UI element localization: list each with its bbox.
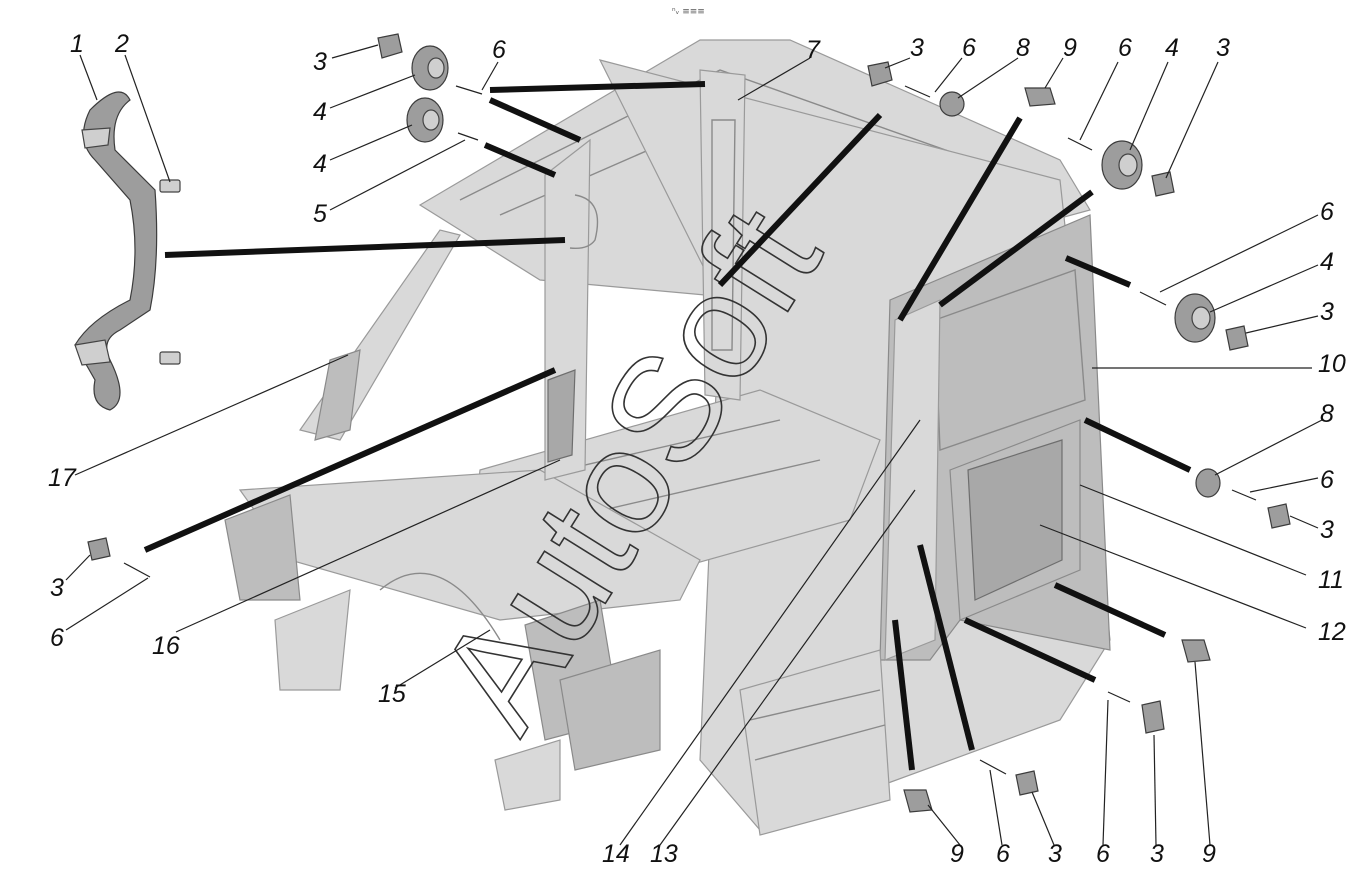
callout-12: 12 bbox=[1318, 618, 1346, 646]
callout-17: 17 bbox=[48, 464, 77, 492]
callout-6: 6 bbox=[1320, 198, 1334, 226]
callout-6: 6 bbox=[1320, 466, 1334, 494]
callout-4: 4 bbox=[1165, 34, 1179, 62]
callout-3: 3 bbox=[50, 574, 64, 602]
cab-body bbox=[224, 39, 1111, 836]
callout-6: 6 bbox=[492, 36, 506, 64]
callout-6: 6 bbox=[962, 34, 976, 62]
callout-6: 6 bbox=[996, 840, 1010, 868]
callout-labels: 1 2 3 4 6 7 4 5 3 6 8 9 6 4 3 6 4 3 10 8… bbox=[48, 30, 1346, 868]
callout-3: 3 bbox=[1216, 34, 1230, 62]
leader-lines bbox=[65, 44, 1323, 846]
callout-11: 11 bbox=[1318, 566, 1344, 594]
callout-4: 4 bbox=[313, 98, 327, 126]
callout-6: 6 bbox=[1118, 34, 1132, 62]
screw-part bbox=[159, 179, 181, 365]
callout-3: 3 bbox=[313, 48, 327, 76]
bushing-part bbox=[406, 45, 1216, 343]
callout-1: 1 bbox=[70, 30, 84, 58]
callout-3: 3 bbox=[1150, 840, 1164, 868]
callout-2: 2 bbox=[114, 30, 129, 58]
callout-7: 7 bbox=[806, 36, 821, 64]
callout-9: 9 bbox=[1063, 34, 1077, 62]
callout-3: 3 bbox=[1048, 840, 1062, 868]
callout-8: 8 bbox=[1016, 34, 1030, 62]
callout-3: 3 bbox=[1320, 298, 1334, 326]
callout-4: 4 bbox=[1320, 248, 1334, 276]
screw-part bbox=[123, 85, 1257, 775]
top-mark: ⁿᵥ ≡≡≡ bbox=[672, 7, 705, 17]
callout-4: 4 bbox=[313, 150, 327, 178]
callout-3: 3 bbox=[1320, 516, 1334, 544]
callout-3: 3 bbox=[910, 34, 924, 62]
callout-9: 9 bbox=[1202, 840, 1216, 868]
grab-handle-part bbox=[74, 91, 158, 411]
callout-6: 6 bbox=[1096, 840, 1110, 868]
callout-10: 10 bbox=[1318, 350, 1346, 378]
callout-14: 14 bbox=[602, 840, 630, 868]
callout-15: 15 bbox=[378, 680, 406, 708]
callout-13: 13 bbox=[650, 840, 678, 868]
callout-16: 16 bbox=[152, 632, 180, 660]
callout-8: 8 bbox=[1320, 400, 1334, 428]
assembly-arrows bbox=[143, 81, 1192, 771]
callout-9: 9 bbox=[950, 840, 964, 868]
callout-6: 6 bbox=[50, 624, 64, 652]
callout-5: 5 bbox=[313, 200, 327, 228]
